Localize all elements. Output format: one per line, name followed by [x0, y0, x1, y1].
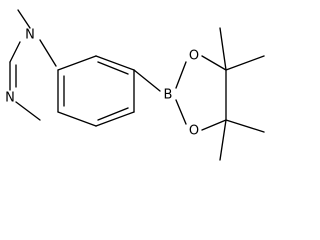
bond-methyl-bottom-down	[219, 119, 227, 161]
bond-boron-o2	[175, 99, 187, 125]
bond-c7-c6	[95, 55, 135, 71]
structure-drawing: N N B O O	[5, 9, 265, 161]
atom-boron-label: B	[164, 88, 173, 103]
molecule-diagram: N N B O O	[5, 9, 265, 161]
bond-n1-methyl	[17, 9, 31, 29]
atom-o2-label: O	[189, 124, 199, 139]
bond-c7a-c7	[57, 55, 97, 71]
bond-c4-c3a	[57, 111, 97, 127]
bond-c7-c6-double	[97, 61, 129, 75]
bond-boron-o1	[175, 61, 187, 89]
atom-n1-label: N	[25, 28, 35, 43]
bond-c7a-n1	[39, 39, 57, 67]
bond-methyl-bottom-right	[225, 119, 265, 133]
atom-n3-label: N	[5, 91, 15, 106]
atom-o1-label: O	[189, 49, 199, 64]
bond-c5-c4-double	[97, 107, 129, 121]
bond-o2-c	[201, 119, 227, 131]
bond-o1-c	[201, 55, 227, 71]
bond-n3-c3a	[15, 101, 41, 121]
bond-c6-boron	[133, 69, 161, 92]
bond-n1-c2	[9, 41, 21, 63]
bond-methyl-top-right	[225, 55, 265, 71]
bond-methyl-top-up	[219, 27, 227, 71]
bond-c5-c4	[95, 111, 135, 127]
